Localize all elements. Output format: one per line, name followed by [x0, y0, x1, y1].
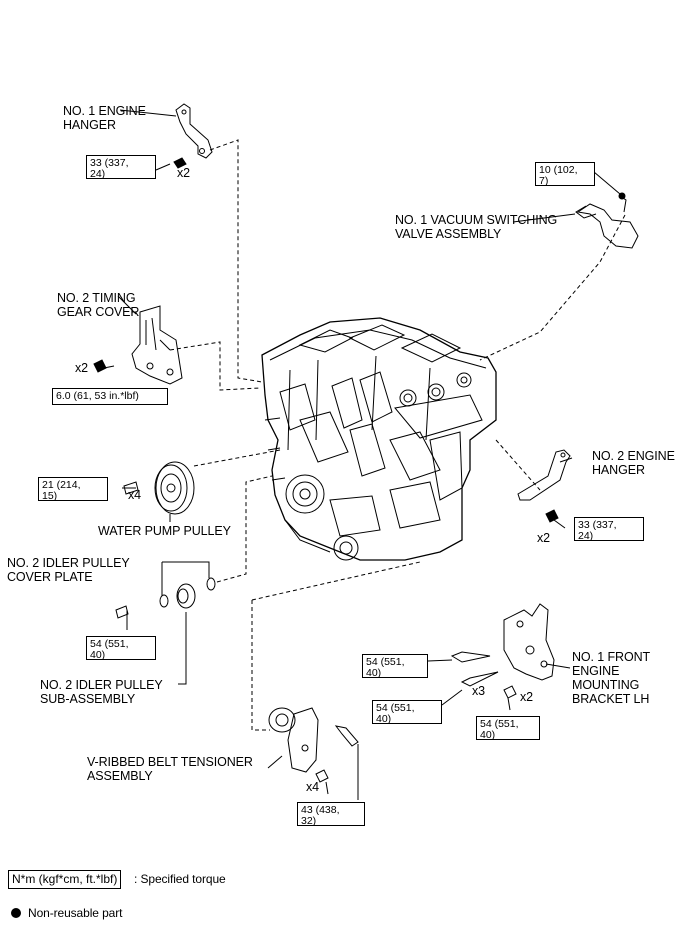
torque-bracket-c: 54 (551, 40): [476, 716, 540, 740]
legend-torque-description: : Specified torque: [134, 872, 226, 886]
qty-bracket-c: x2: [520, 690, 534, 704]
torque-vsv: 10 (102, 7): [535, 162, 595, 186]
legend-non-reusable-description: Non-reusable part: [28, 906, 123, 920]
torque-bracket-b: 54 (551, 40): [372, 700, 442, 724]
engine-block: [261, 317, 497, 561]
water-pump-pulley-part: [123, 461, 195, 515]
qty-no2-engine-hanger: x2: [537, 531, 551, 545]
label-no1-vsv: NO. 1 VACUUM SWITCHING VALVE ASSEMBLY: [395, 213, 558, 241]
torque-water-pump: 21 (214, 15): [38, 477, 108, 501]
non-reusable-marker: [11, 908, 21, 918]
mounting-bracket-part: [450, 603, 555, 699]
label-no2-idler-sub-assembly: NO. 2 IDLER PULLEY SUB-ASSEMBLY: [40, 678, 163, 706]
label-no1-engine-hanger: NO. 1 ENGINE HANGER: [63, 104, 146, 132]
idler-pulley-parts: [115, 577, 216, 619]
label-no2-engine-hanger: NO. 2 ENGINE HANGER: [592, 449, 675, 477]
torque-idler: 54 (551, 40): [86, 636, 156, 660]
qty-no1-engine-hanger: x2: [177, 166, 191, 180]
label-no2-timing-gear-cover: NO. 2 TIMING GEAR COVER: [57, 291, 140, 319]
qty-water-pump: x4: [128, 488, 142, 502]
label-v-ribbed-belt-tensioner: V-RIBBED BELT TENSIONER ASSEMBLY: [87, 755, 253, 783]
torque-no2-engine-hanger: 33 (337, 24): [574, 517, 644, 541]
leader-lines: [103, 109, 621, 800]
locator-lines: [169, 139, 626, 731]
tensioner-part: [268, 707, 359, 783]
no1-engine-hanger-part: [173, 103, 213, 169]
torque-no1-engine-hanger: 33 (337, 24): [86, 155, 156, 179]
qty-tensioner: x4: [306, 780, 320, 794]
torque-tensioner: 43 (438, 32): [297, 802, 365, 826]
torque-timing-cover: 6.0 (61, 53 in.*lbf): [52, 388, 168, 405]
label-water-pump-pulley: WATER PUMP PULLEY: [98, 524, 231, 538]
label-no1-front-engine-mounting-bracket: NO. 1 FRONT ENGINE MOUNTING BRACKET LH: [572, 650, 651, 706]
qty-bracket-b: x3: [472, 684, 486, 698]
torque-bracket-a: 54 (551, 40): [362, 654, 428, 678]
qty-timing-cover: x2: [75, 361, 89, 375]
legend-torque-unit-box: N*m (kgf*cm, ft.*lbf): [8, 870, 122, 889]
label-no2-idler-cover-plate: NO. 2 IDLER PULLEY COVER PLATE: [7, 556, 130, 584]
vsv-part: [575, 192, 639, 249]
